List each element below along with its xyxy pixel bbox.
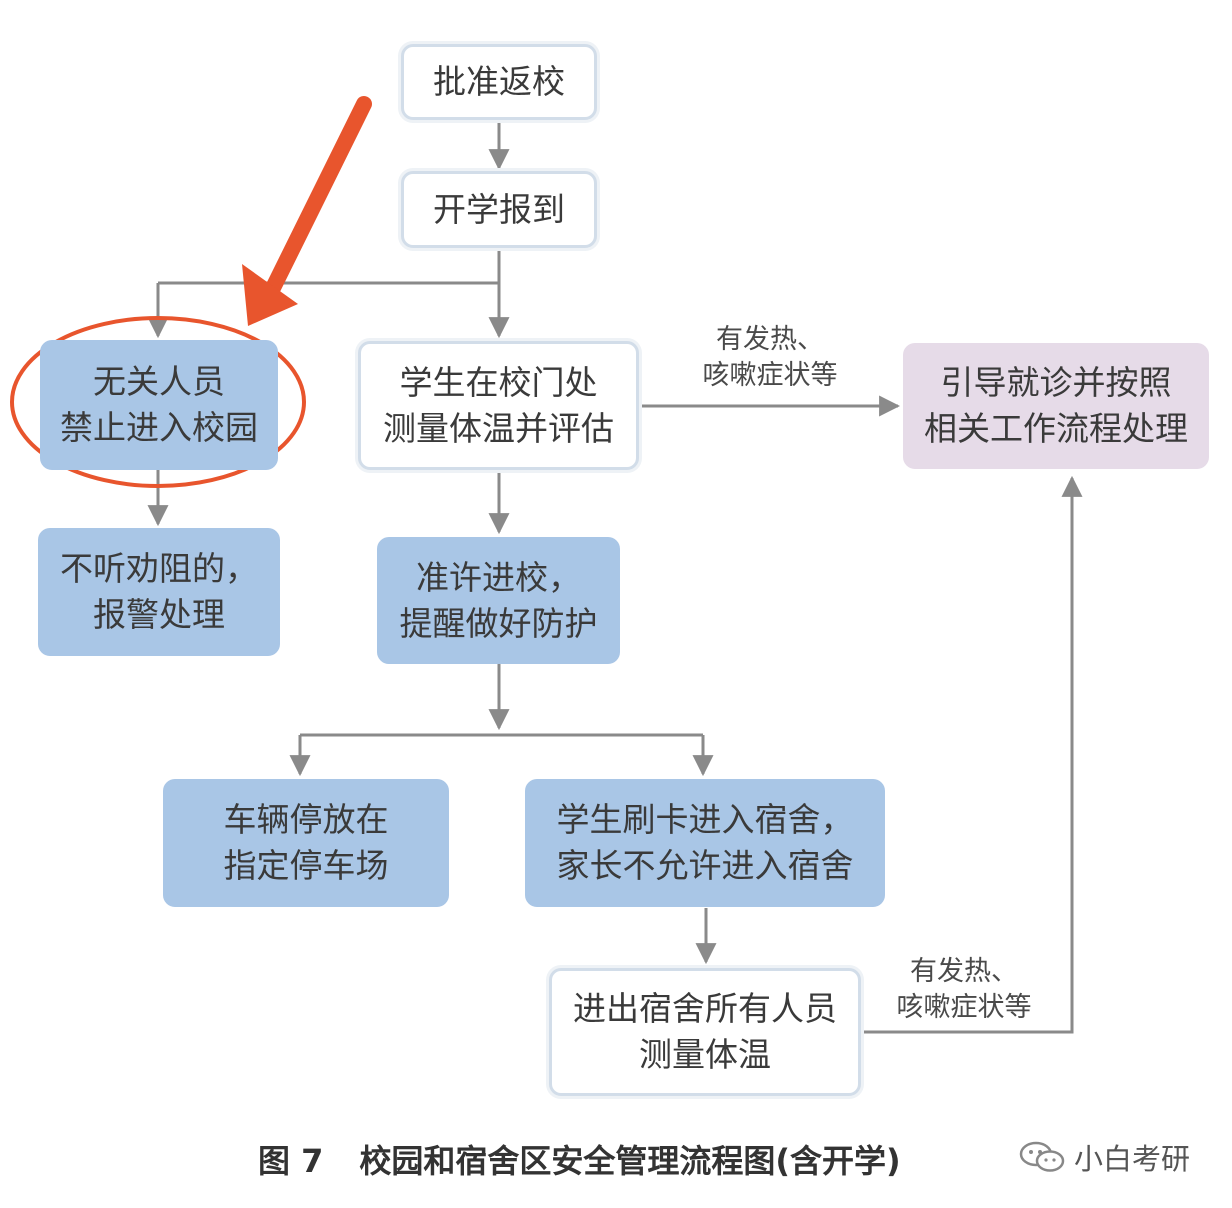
node-guide-medical: 引导就诊并按照 相关工作流程处理 [903, 343, 1209, 469]
node-approve-return: 批准返校 [401, 44, 597, 120]
node-registration: 开学报到 [401, 171, 597, 248]
watermark: 小白考研 [1018, 1136, 1190, 1178]
node-dorm-temperature: 进出宿舍所有人员 测量体温 [549, 968, 861, 1096]
watermark-text: 小白考研 [1074, 1142, 1191, 1176]
wechat-icon [1019, 1141, 1065, 1172]
node-parking: 车辆停放在 指定停车场 [163, 779, 449, 907]
node-no-entry: 无关人员 禁止进入校园 [40, 340, 278, 470]
figure-caption: 图 7 校园和宿舍区安全管理流程图(含开学) [258, 1136, 901, 1182]
node-dorm-card: 学生刷卡进入宿舍， 家长不允许进入宿舍 [525, 779, 885, 907]
node-temperature-check: 学生在校门处 测量体温并评估 [358, 341, 639, 470]
figure-number: 图 7 [258, 1142, 324, 1180]
highlight-arrow [242, 96, 372, 326]
node-allow-entry: 准许进校， 提醒做好防护 [377, 537, 620, 664]
highlight-ellipse [10, 316, 306, 488]
figure-title: 校园和宿舍区安全管理流程图(含开学) [359, 1142, 901, 1180]
edge-label-fever-top: 有发热、 咳嗽症状等 [702, 324, 838, 391]
node-call-police: 不听劝阻的， 报警处理 [38, 528, 280, 656]
arrow-dorm-temperature-to-medical [862, 475, 1083, 1034]
edge-label-fever-bottom: 有发热、 咳嗽症状等 [896, 956, 1032, 1023]
